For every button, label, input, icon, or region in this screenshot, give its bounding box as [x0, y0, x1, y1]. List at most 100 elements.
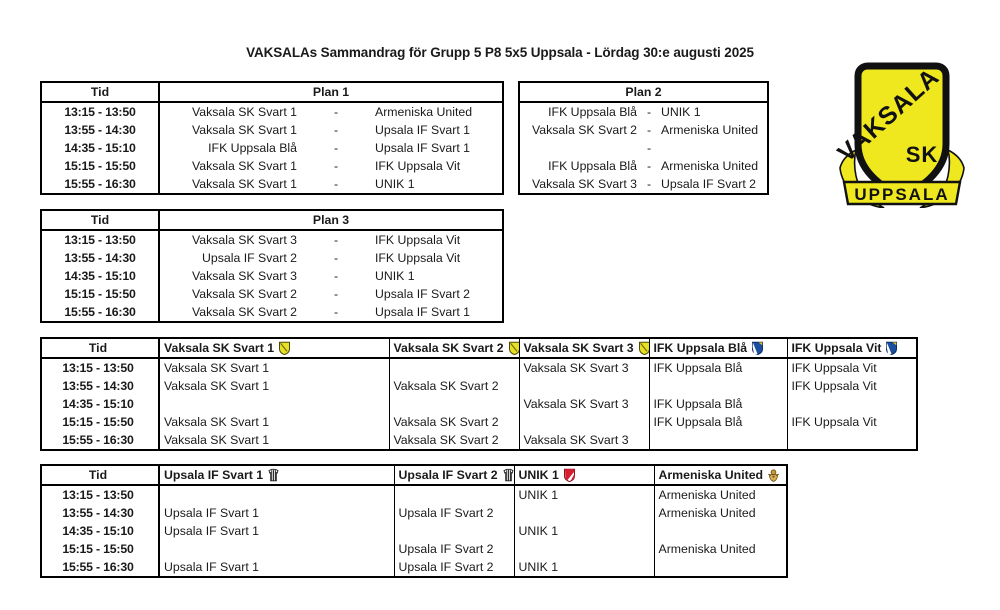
match-time: 13:55 - 14:30: [40, 249, 160, 267]
match-time: 13:55 - 14:30: [40, 121, 160, 139]
team-match-cell: Upsala IF Svart 2: [393, 540, 515, 558]
versus-separator: -: [333, 251, 339, 265]
versus-separator: -: [333, 305, 339, 319]
match-time: 13:15 - 13:50: [40, 102, 160, 121]
match-time: 13:55 - 14:30: [40, 377, 160, 395]
away-team: IFK Uppsala Vit: [375, 251, 461, 265]
home-team: Vaksala SK Svart 2: [531, 123, 637, 137]
match-time: 14:35 - 15:10: [40, 139, 160, 157]
match-time: 15:15 - 15:50: [40, 157, 160, 175]
table-header-row: Plan 2: [518, 81, 769, 103]
home-team: IFK Uppsala Blå: [548, 159, 637, 173]
match-time: 13:15 - 13:50: [40, 230, 160, 249]
versus-separator: -: [333, 177, 339, 191]
team-match-cell: Upsala IF Svart 2: [393, 504, 515, 522]
column-header-pitch: Plan 1: [158, 81, 504, 103]
team-match-cell: IFK Uppsala Vit: [786, 413, 918, 431]
team-match-cell: [158, 395, 390, 413]
home-team: Vaksala SK Svart 1: [191, 123, 297, 137]
home-team: Vaksala SK Svart 1: [191, 105, 297, 119]
table-row: IFK Uppsala Blå-Armeniska United: [519, 157, 768, 175]
away-team: Upsala IF Svart 2: [661, 177, 756, 191]
column-header-pitch: Plan 3: [158, 209, 504, 231]
away-team: Armeniska United: [661, 123, 759, 137]
team-match-cell: Vaksala SK Svart 1: [158, 358, 390, 377]
team-match-cell: Upsala IF Svart 2: [393, 558, 515, 577]
team-match-cell: [393, 522, 515, 540]
column-header-team: Armeniska United: [653, 464, 788, 486]
match-time: 13:55 - 14:30: [40, 504, 160, 522]
ifk-uppsala-crest-icon: [885, 341, 898, 355]
column-header-team-label: Vaksala SK Svart 1: [164, 341, 275, 355]
home-team: Vaksala SK Svart 1: [191, 177, 297, 191]
column-header-time: Tid: [40, 209, 160, 231]
versus-separator: -: [646, 123, 652, 137]
home-team: Upsala IF Svart 2: [202, 251, 297, 265]
match-time: 14:35 - 15:10: [40, 395, 160, 413]
team-match-cell: Vaksala SK Svart 3: [518, 358, 650, 377]
team-match-cell: Upsala IF Svart 1: [158, 558, 395, 577]
versus-separator: -: [646, 141, 652, 155]
column-header-team-label: Vaksala SK Svart 3: [523, 341, 634, 355]
match-time: 15:55 - 16:30: [40, 175, 160, 194]
column-header-team: Vaksala SK Svart 1: [158, 337, 390, 359]
team-match-cell: Armeniska United: [653, 504, 788, 522]
table-row: Vaksala SK Svart 3-Upsala IF Svart 2: [519, 175, 768, 194]
team-match-cell: Vaksala SK Svart 1: [158, 377, 390, 395]
column-header-time: Tid: [40, 337, 160, 359]
team-match-cell: Vaksala SK Svart 1: [158, 413, 390, 431]
column-header-team: IFK Uppsala Blå: [648, 337, 788, 359]
away-team: Armeniska United: [375, 105, 473, 119]
column-header-time: Tid: [40, 81, 160, 103]
column-header-team-label: IFK Uppsala Vit: [791, 341, 882, 355]
team-match-cell: Vaksala SK Svart 3: [518, 395, 650, 413]
match-time: 15:15 - 15:50: [40, 413, 160, 431]
table-header-row: Tid Plan 3: [40, 209, 504, 231]
column-header-team: Vaksala SK Svart 2: [388, 337, 520, 359]
team-match-cell: IFK Uppsala Blå: [648, 413, 788, 431]
away-team: IFK Uppsala Vit: [375, 233, 461, 247]
away-team: Upsala IF Svart 1: [375, 305, 470, 319]
away-team: UNIK 1: [375, 177, 415, 191]
vaksala-crest-icon: [638, 341, 648, 355]
team-match-cell: Vaksala SK Svart 2: [388, 431, 520, 450]
column-header-team-label: IFK Uppsala Blå: [653, 341, 748, 355]
home-team: Vaksala SK Svart 1: [191, 159, 297, 173]
team-match-cell: IFK Uppsala Vit: [786, 377, 918, 395]
armeniska-crest-icon: [767, 468, 780, 482]
vaksala-crest-icon: [278, 341, 291, 355]
home-team: Vaksala SK Svart 3: [191, 269, 297, 283]
versus-separator: -: [333, 105, 339, 119]
team-match-cell: IFK Uppsala Blå: [648, 358, 788, 377]
upsala-if-jersey-icon: [267, 468, 280, 482]
team-match-cell: Vaksala SK Svart 2: [388, 377, 520, 395]
versus-separator: -: [333, 233, 339, 247]
team-match-cell: Vaksala SK Svart 2: [388, 413, 520, 431]
team-match-cell: [388, 358, 520, 377]
team-match-cell: [518, 377, 650, 395]
column-header-team-label: Vaksala SK Svart 2: [393, 341, 504, 355]
column-header-team-label: Upsala IF Svart 1: [164, 468, 264, 482]
match-time: 15:55 - 16:30: [40, 431, 160, 450]
team-match-cell: [786, 395, 918, 413]
match-time: 14:35 - 15:10: [40, 267, 160, 285]
match-time: 15:15 - 15:50: [40, 285, 160, 303]
away-team: Upsala IF Svart 1: [375, 141, 470, 155]
svg-text:SK: SK: [906, 142, 939, 167]
match-time: 14:35 - 15:10: [40, 522, 160, 540]
